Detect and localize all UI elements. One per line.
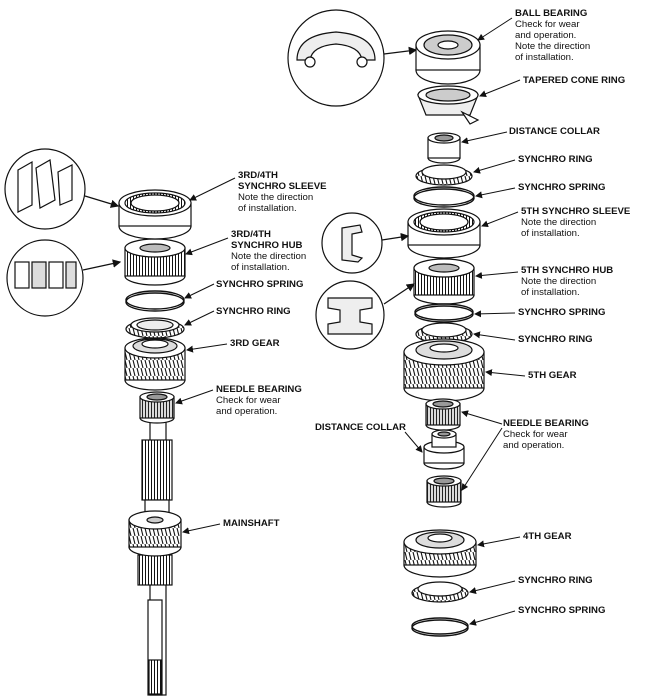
label-distance-collar-top: DISTANCE COLLAR [509,126,600,137]
label-3rd-4th-synchro-sleeve: 3RD/4TH SYNCHRO SLEEVE Note the directio… [238,170,327,214]
label-synchro-spring-left: SYNCHRO SPRING [216,279,303,290]
label-desc: and operation. [503,440,565,451]
label-synchro-ring-left: SYNCHRO RING [216,306,291,317]
label-title: NEEDLE BEARING [216,384,302,395]
fifth-synchro-hub-art [413,258,475,305]
synchro-ring-left-art [125,317,185,339]
needle-bearing-right-top-art [425,398,461,431]
label-desc: and operation. [216,406,278,417]
label-desc: Check for wear [503,429,568,440]
needle-bearing-left-art [139,391,175,424]
fourth-gear-art [403,529,477,578]
mainshaft-gear [128,510,182,557]
third-gear-art [124,337,186,391]
mainshaft-shaft [137,409,173,696]
label-desc: Note the direction [231,251,307,262]
synchro-ring-5th-bottom-art [415,322,473,344]
synchro-spring-4th-art [411,617,469,637]
label-title: SYNCHRO RING [518,334,593,345]
label-title: DISTANCE COLLAR [315,422,406,433]
label-title: NEEDLE BEARING [503,418,589,429]
label-desc: of installation. [238,203,297,214]
synchro-hub-left-art [124,238,186,286]
needle-bearing-right-bottom-art [426,475,462,508]
label-desc: Note the direction [521,276,597,287]
label-synchro-spring-5th-top: SYNCHRO SPRING [518,182,605,193]
label-ball-bearing: BALL BEARING Check for wear and operatio… [515,8,590,63]
detail-circle-ball-bearing [287,9,418,107]
detail-circle-sleeve [4,148,120,230]
label-synchro-ring-4th: SYNCHRO RING [518,575,593,586]
label-4th-gear: 4TH GEAR [523,531,572,542]
label-title: BALL BEARING [515,8,588,19]
ball-bearing-art [415,30,481,85]
label-desc: Note the direction [515,41,591,52]
fifth-synchro-sleeve-art [407,208,481,259]
label-title: SYNCHRO RING [518,154,593,165]
label-desc: Note the direction [521,217,597,228]
fifth-gear-art [403,338,485,402]
label-desc: of installation. [521,228,580,239]
label-title: SYNCHRO SPRING [518,605,606,616]
label-synchro-spring-4th: SYNCHRO SPRING [518,605,605,616]
synchro-spring-left-art [125,290,185,312]
label-title: SYNCHRO RING [518,575,593,586]
label-3rd-gear: 3RD GEAR [230,338,280,349]
label-desc: and operation. [515,30,577,41]
label-title: 3RD GEAR [230,338,280,349]
label-title: 5TH SYNCHRO HUB [521,265,614,276]
label-needle-bearing-left: NEEDLE BEARING Check for wear and operat… [216,384,302,417]
label-desc: Check for wear [216,395,281,406]
left-leader-lines [175,177,236,535]
label-needle-bearing-right: NEEDLE BEARING Check for wear and operat… [503,418,589,451]
synchro-ring-5th-top-art [415,164,473,186]
label-title: SYNCHRO SPRING [518,182,606,193]
label-desc: Note the direction [238,192,314,203]
synchro-sleeve-left-art [118,189,192,240]
label-title: 5TH SYNCHRO SLEEVE [521,206,631,217]
label-title: 3RD/4TH [231,229,271,240]
label-desc: of installation. [231,262,290,273]
label-desc: Check for wear [515,19,580,30]
detail-circle-hub [6,239,122,317]
distance-collar-mid-art [423,429,465,470]
right-leader-lines [404,17,526,626]
label-title: DISTANCE COLLAR [509,126,600,137]
label-title: SYNCHRO SLEEVE [238,181,327,192]
label-title: MAINSHAFT [223,518,280,529]
detail-circle-5th-sleeve [321,212,410,274]
label-synchro-ring-5th-top: SYNCHRO RING [518,154,593,165]
label-synchro-ring-5th-bottom: SYNCHRO RING [518,334,593,345]
label-3rd-4th-synchro-hub: 3RD/4TH SYNCHRO HUB Note the direction o… [231,229,306,273]
label-title: SYNCHRO SPRING [518,307,606,318]
label-tapered-cone-ring: TAPERED CONE RING [523,75,625,86]
tapered-cone-ring-art [417,85,480,125]
label-5th-synchro-hub: 5TH SYNCHRO HUB Note the direction of in… [521,265,613,298]
label-title: SYNCHRO SPRING [216,279,304,290]
label-distance-collar-mid: DISTANCE COLLAR [315,422,406,433]
label-title: TAPERED CONE RING [523,75,626,86]
label-title: 4TH GEAR [523,531,572,542]
label-desc: of installation. [521,287,580,298]
label-5th-synchro-sleeve: 5TH SYNCHRO SLEEVE Note the direction of… [521,206,630,239]
synchro-spring-5th-top-art [413,186,475,208]
label-desc: of installation. [515,52,574,63]
detail-circle-5th-hub [315,280,415,350]
synchro-spring-5th-bottom-art [414,303,474,323]
label-synchro-spring-5th-bottom: SYNCHRO SPRING [518,307,605,318]
label-5th-gear: 5TH GEAR [528,370,577,381]
distance-collar-top-art [427,132,461,164]
label-title: SYNCHRO HUB [231,240,303,251]
synchro-ring-4th-art [411,581,469,603]
label-mainshaft: MAINSHAFT [223,518,280,529]
label-title: SYNCHRO RING [216,306,291,317]
label-title: 3RD/4TH [238,170,278,181]
label-title: 5TH GEAR [528,370,577,381]
